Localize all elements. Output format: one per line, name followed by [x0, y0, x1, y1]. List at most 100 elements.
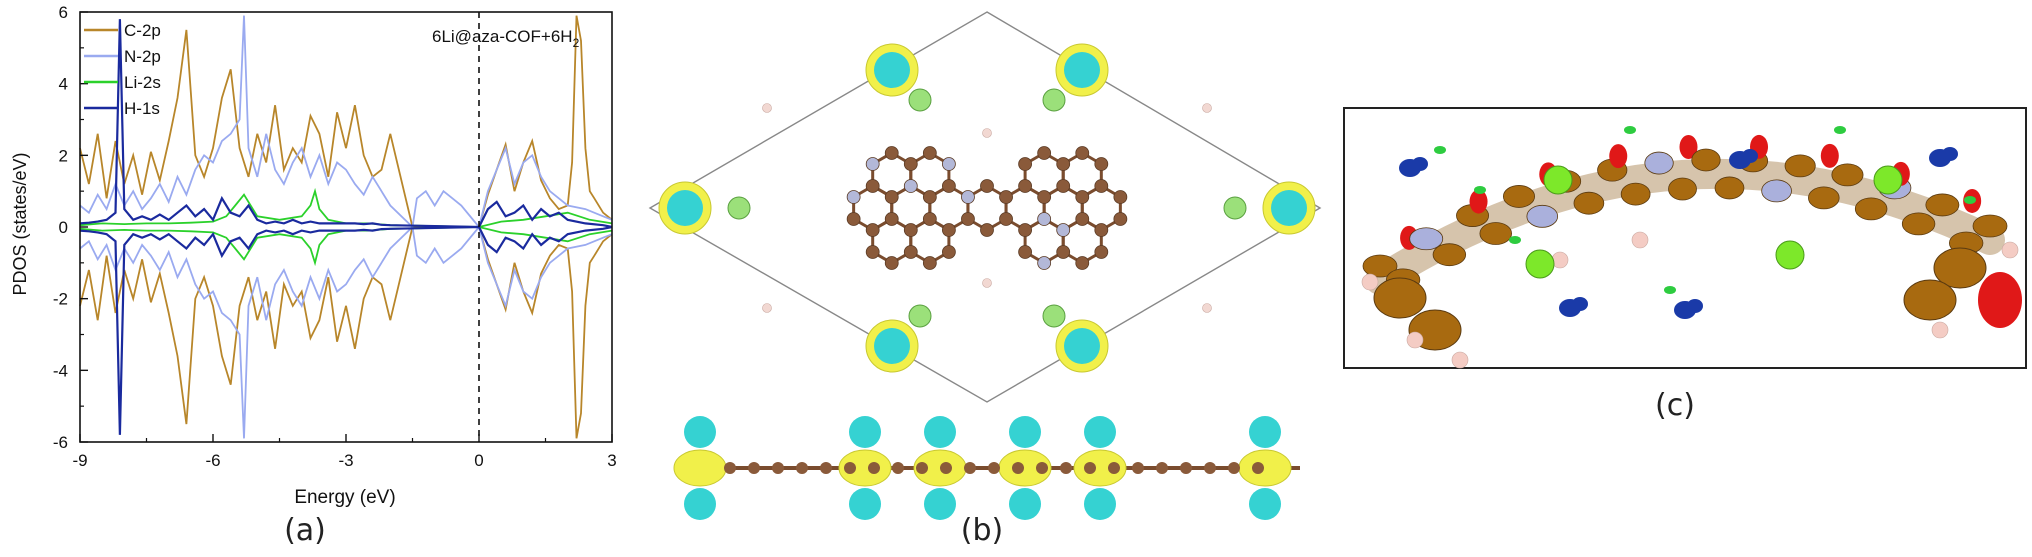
carbon-atom	[884, 146, 899, 160]
isosurface-blue	[1412, 157, 1428, 171]
nitrogen-atom	[1037, 256, 1052, 270]
carbon-atom	[916, 462, 928, 474]
carbon-atom	[903, 223, 918, 237]
x-tick-label: 3	[607, 451, 616, 470]
carbon-atom	[1854, 197, 1888, 221]
carbon-atom	[1018, 179, 1033, 193]
carbon-atom	[820, 462, 832, 474]
y-tick-label: 0	[59, 218, 68, 237]
series-line-h-1s-down	[79, 225, 613, 435]
carbon-atom	[772, 462, 784, 474]
hydrogen-atom	[1406, 331, 1424, 349]
carbon-atom	[1084, 462, 1096, 474]
carbon-atom	[1933, 247, 1987, 289]
isosurface-cyan	[684, 488, 716, 520]
isosurface-red	[1609, 144, 1628, 169]
lithium-atom	[1223, 196, 1247, 220]
isosurface-cyan	[1064, 328, 1100, 364]
isosurface-cyan	[874, 52, 910, 88]
carbon-atom	[1036, 462, 1048, 474]
series-line-c-2p-down	[79, 226, 613, 439]
carbon-atom	[892, 462, 904, 474]
carbon-atom	[1925, 193, 1960, 217]
carbon-atom	[1018, 223, 1033, 237]
isosurface-green	[1474, 186, 1486, 194]
carbon-atom	[922, 212, 937, 226]
carbon-atom	[1056, 157, 1071, 171]
nitrogen-atom	[941, 157, 956, 171]
legend-label-c-2p: C-2p	[124, 21, 161, 40]
carbon-atom	[1094, 179, 1109, 193]
hydrogen-atom	[762, 103, 772, 113]
isosurface-yellow	[838, 449, 892, 487]
structure-top-view-panel: (b)	[640, 0, 1340, 552]
framework-backbone	[1365, 158, 2005, 295]
carbon-atom	[961, 212, 975, 226]
carbon-atom	[1668, 177, 1697, 201]
carbon-atom	[1012, 462, 1024, 474]
lithium-atom	[908, 88, 932, 112]
hydrogen-atom	[2001, 241, 2019, 259]
lithium-atom	[1042, 88, 1066, 112]
hydrogen-atom	[982, 128, 992, 138]
isosurface-yellow	[673, 449, 727, 487]
carbon-atom	[884, 256, 899, 270]
isosurface-yellow	[1238, 449, 1292, 487]
carbon-atom	[796, 462, 808, 474]
lithium-atom	[727, 196, 751, 220]
x-tick-label: 0	[474, 451, 483, 470]
carbon-atom	[941, 179, 956, 193]
carbon-atom	[1075, 212, 1090, 226]
carbon-atom	[1037, 190, 1052, 204]
carbon-atom	[846, 212, 861, 226]
carbon-atom	[1901, 212, 1936, 236]
carbon-atom	[1691, 148, 1721, 172]
carbon-atom	[999, 190, 1013, 204]
carbon-atom	[1075, 190, 1090, 204]
perspective-structure	[1361, 126, 2022, 369]
system-annotation: 6Li@aza-COF+6H2	[432, 27, 580, 50]
carbon-atom	[1252, 462, 1264, 474]
carbon-atom	[903, 245, 918, 259]
carbon-atom	[1060, 462, 1072, 474]
isosurface-cyan	[1064, 52, 1100, 88]
series-line-n-2p-up	[79, 15, 613, 229]
carbon-atom	[1228, 462, 1240, 474]
carbon-atom	[1432, 243, 1467, 267]
isosurface-cyan	[667, 190, 703, 226]
carbon-atom	[748, 462, 760, 474]
lithium-atom	[1042, 304, 1066, 328]
hydrogen-atom	[1202, 103, 1212, 113]
series-line-c-2p-up	[79, 15, 613, 228]
carbon-atom	[988, 462, 1000, 474]
carbon-atom	[1204, 462, 1216, 474]
nitrogen-atom	[846, 190, 861, 204]
nitrogen-atom	[865, 157, 880, 171]
isosurface-green	[1964, 196, 1976, 204]
panel-label-b: (b)	[961, 513, 1003, 548]
framework-atoms	[727, 88, 1247, 328]
lithium-atom	[1775, 240, 1805, 270]
carbon-atom	[1113, 190, 1128, 204]
isosurface-red	[1679, 135, 1698, 159]
isosurface-blue	[1572, 297, 1588, 311]
isosurface-cyan	[684, 416, 716, 448]
system-annotation-main: 6Li@aza-COF+6H	[432, 27, 573, 46]
x-tick-label: -3	[338, 451, 353, 470]
y-tick-label: 6	[59, 3, 68, 22]
carbon-atom	[868, 462, 880, 474]
nitrogen-atom	[961, 190, 975, 204]
y-tick-label: 2	[59, 146, 68, 165]
isosurface-cyan	[1084, 488, 1116, 520]
legend-label-n-2p: N-2p	[124, 47, 161, 66]
carbon-atom	[1094, 157, 1109, 171]
isosurface-cyan	[1009, 416, 1041, 448]
h2-isosurfaces	[658, 43, 1316, 373]
carbon-atom	[865, 223, 880, 237]
y-tick-label: -6	[53, 433, 68, 452]
x-tick-label: -9	[72, 451, 87, 470]
carbon-atom	[1784, 154, 1816, 178]
y-tick-label: 4	[59, 75, 68, 94]
